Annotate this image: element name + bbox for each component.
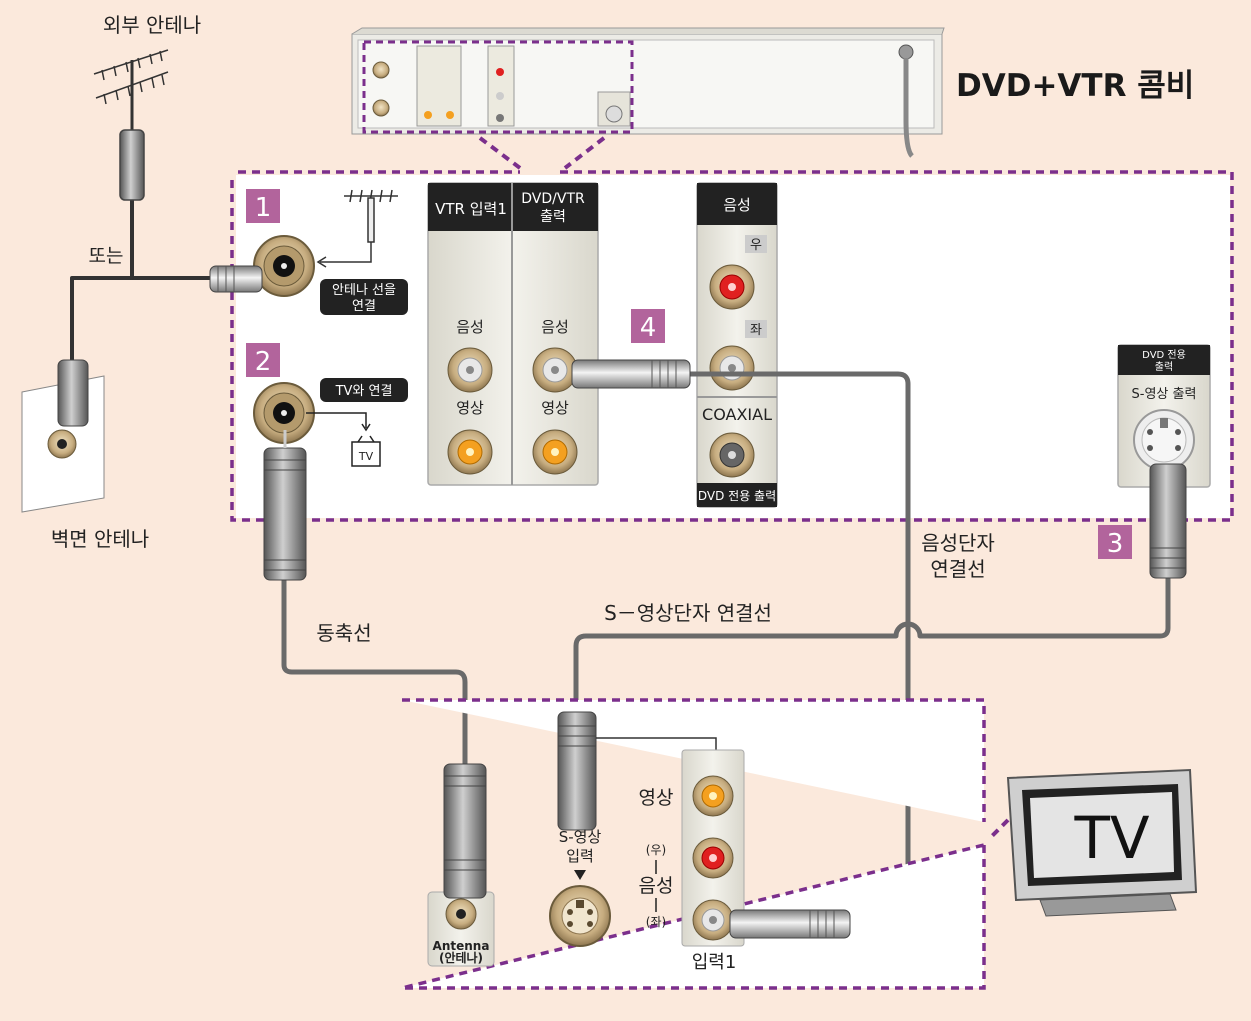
tv-av-input-panel — [681, 749, 745, 947]
tv-label: TV — [1073, 804, 1149, 872]
tv-out-label-box — [320, 378, 408, 402]
small-antenna-icon — [316, 189, 398, 268]
tv-input1-label: 입력1 — [692, 952, 737, 973]
tv-antenna-label-2: (안테나) — [439, 950, 483, 965]
tv-out-label: TV와 연결 — [335, 384, 393, 399]
antenna-in-label-2: 연결 — [352, 299, 376, 314]
audio-right-jack — [709, 264, 755, 310]
step-2-label: 2 — [255, 347, 272, 377]
tv-antenna-jack — [427, 891, 495, 967]
or-label: 또는 — [89, 245, 124, 267]
audio-left-jack — [709, 345, 755, 391]
svideo-out-header-1: DVD 전용 — [1142, 349, 1186, 361]
step-2-badge — [246, 343, 280, 377]
dvdvtr-out-header-1: DVD/VTR — [521, 191, 585, 207]
arrow-down-icon — [574, 870, 586, 880]
outdoor-antenna-label: 외부 안테나 — [103, 13, 201, 37]
tv-audio-rca-plug — [729, 909, 851, 939]
antenna-in-label-box — [320, 279, 408, 315]
vtr-in-video-label: 영상 — [456, 399, 484, 417]
svideo-out-label: S-영상 출력 — [1132, 387, 1197, 402]
tv-audio-left-label: (좌) — [646, 915, 666, 929]
page-title: DVD+VTR 콤비 — [956, 68, 1194, 104]
tv-svideo-label-2: 입력 — [566, 847, 594, 865]
step-4-badge — [631, 309, 665, 343]
svideo-out-panel — [1117, 344, 1211, 488]
dvdvtr-out-header-2: 출력 — [540, 209, 566, 225]
tv-svideo-jack — [549, 885, 611, 947]
dvd-vtr-unit — [351, 27, 945, 158]
back-panel-frame — [230, 170, 1234, 522]
tv-svideo-plug — [557, 711, 717, 831]
antenna-in-label-1: 안테나 선을 — [332, 283, 396, 298]
dvdvtr-out-audio-jack — [532, 347, 578, 393]
outdoor-antenna-icon — [93, 49, 169, 201]
audio-left-label: 좌 — [750, 323, 762, 338]
tv-svideo-label-1: S-영상 — [559, 828, 602, 846]
small-tv-label: TV — [358, 450, 374, 463]
av-terminal-panel — [427, 182, 599, 486]
step-1-badge — [246, 189, 280, 223]
dvd-audio-panel — [696, 182, 778, 508]
vtr-in-audio-jack — [447, 347, 493, 393]
dvdvtr-out-audio-label: 음성 — [541, 318, 569, 336]
tv-audio-label: 음성 — [639, 875, 674, 897]
coaxial-jack — [709, 432, 755, 478]
wall-antenna-label: 벽면 안테나 — [51, 527, 149, 551]
antenna-in-jack — [253, 235, 315, 297]
audio-cable-label-2: 연결선 — [930, 557, 985, 581]
vtr-in-header: VTR 입력1 — [435, 200, 507, 218]
antenna-plug — [209, 265, 263, 293]
audio-header: 음성 — [723, 196, 751, 214]
tv-set-icon — [1006, 768, 1198, 917]
vtr-in-video-jack — [447, 429, 493, 475]
svideo-out-plug — [1149, 463, 1187, 579]
dvdvtr-out-video-jack — [532, 429, 578, 475]
zoom-connector — [478, 136, 1010, 840]
tv-video-label: 영상 — [639, 787, 674, 809]
audio-cable-label-1: 음성단자 — [921, 531, 995, 555]
audio-rca-plug — [571, 359, 691, 389]
svideo-out-header-2: 출력 — [1155, 361, 1173, 373]
step-3-label: 3 — [1107, 529, 1124, 559]
dvdvtr-out-video-label: 영상 — [541, 399, 569, 417]
vtr-in-audio-label: 음성 — [456, 318, 484, 336]
tv-out-coax-plug — [263, 430, 307, 581]
tv-antenna-plug — [443, 763, 487, 899]
coax-cable-label: 동축선 — [316, 621, 371, 645]
step-1-label: 1 — [255, 193, 272, 223]
audio-right-label: 우 — [750, 238, 762, 253]
wall-antenna-icon — [21, 359, 105, 513]
tv-audio-right-label: (우) — [646, 843, 666, 857]
step-4-label: 4 — [640, 313, 657, 343]
dvd-only-out-label: DVD 전용 출력 — [698, 489, 776, 503]
tv-antenna-label-1: Antenna — [433, 939, 490, 953]
step-3-badge — [1098, 525, 1132, 559]
coaxial-label: COAXIAL — [702, 405, 772, 424]
svideo-cable-label: S－영상단자 연결선 — [604, 601, 772, 625]
small-tv-icon — [306, 412, 381, 467]
